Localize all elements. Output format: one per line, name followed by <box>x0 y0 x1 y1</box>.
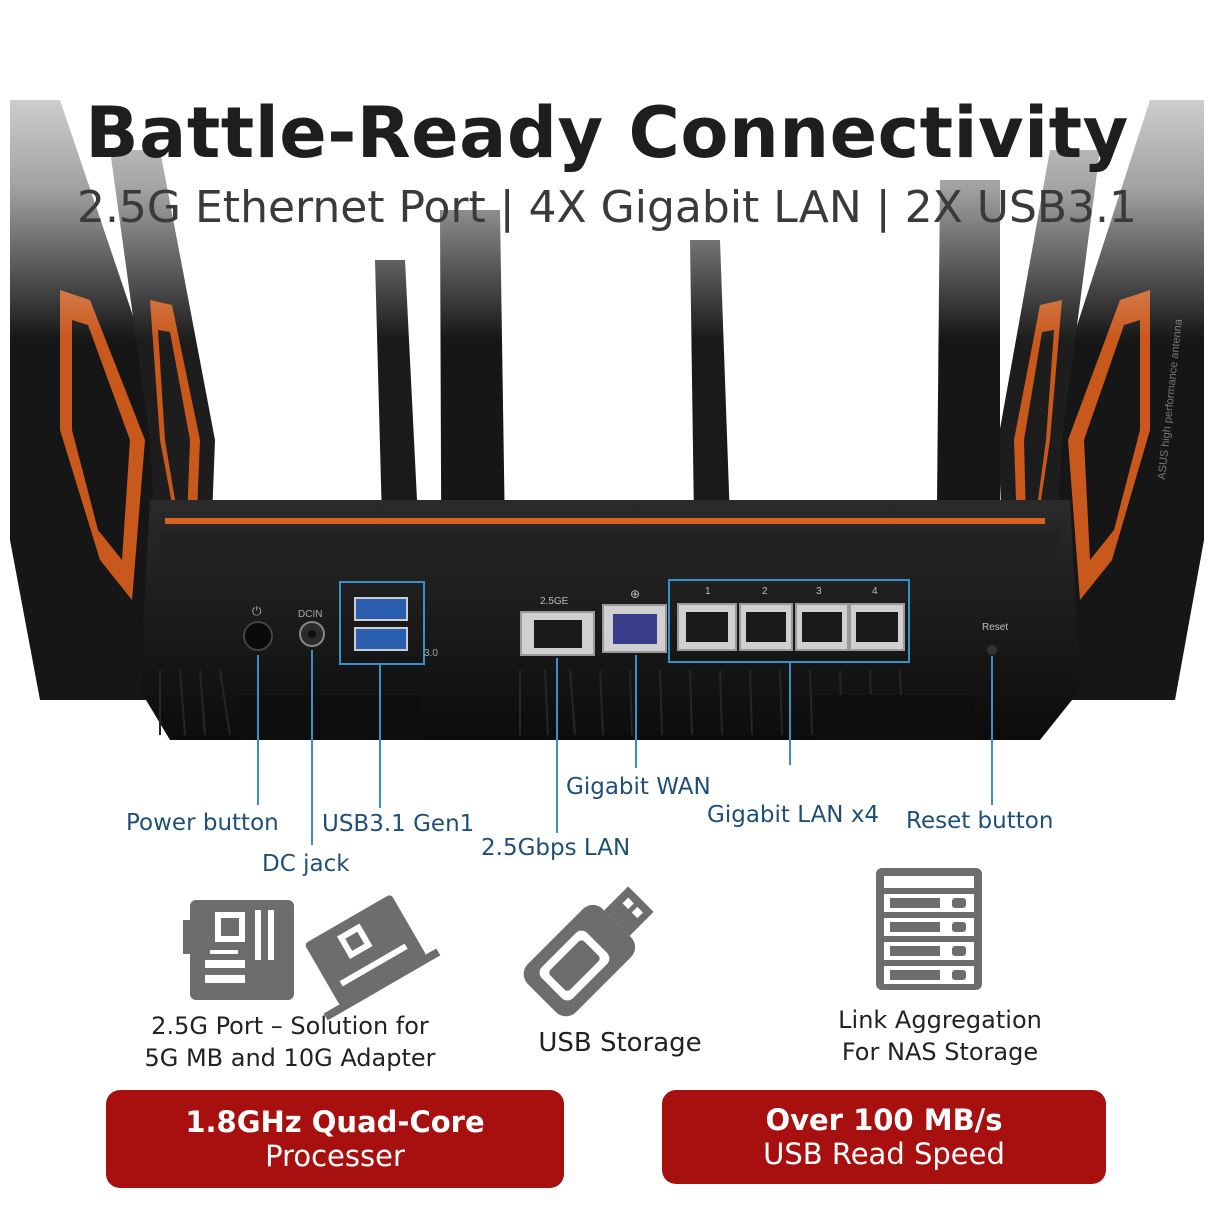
callout-reset-button: Reset button <box>906 808 1054 834</box>
badge-cpu-line2: Processer <box>265 1139 405 1173</box>
power-button-shape <box>243 621 273 651</box>
port-25ge-label: 2.5GE <box>540 596 569 607</box>
badge-usb-speed-line2: USB Read Speed <box>763 1137 1005 1171</box>
motherboard-icon <box>183 900 294 1000</box>
lan-number-4: 4 <box>872 586 878 597</box>
badge-usb-speed-line1: Over 100 MB/s <box>765 1103 1003 1137</box>
globe-icon: ⊕ <box>630 587 640 601</box>
dcin-label: DCIN <box>298 609 322 620</box>
feature-link-aggregation: Link Aggregation For NAS Storage <box>800 1004 1080 1068</box>
nas-server-icon <box>876 868 982 990</box>
usb-30-label: 3.0 <box>424 648 438 659</box>
usb-port-2 <box>354 627 408 651</box>
callout-dc-jack: DC jack <box>262 851 350 877</box>
feature-link-aggregation-line2: For NAS Storage <box>841 1038 1039 1066</box>
badge-usb-speed: Over 100 MB/s USB Read Speed <box>662 1090 1106 1184</box>
feature-usb-storage: USB Storage <box>538 1028 702 1058</box>
feature-link-aggregation-line1: Link Aggregation <box>838 1006 1042 1034</box>
badge-cpu-line1: 1.8GHz Quad-Core <box>185 1105 485 1139</box>
page-subtitle: 2.5G Ethernet Port | 4X Gigabit LAN | 2X… <box>76 182 1138 233</box>
feature-port-solution-line2: 5G MB and 10G Adapter <box>144 1044 436 1072</box>
callout-25g-lan: 2.5Gbps LAN <box>481 835 631 861</box>
lan-number-3: 3 <box>816 586 822 597</box>
badge-cpu: 1.8GHz Quad-Core Processer <box>106 1090 564 1188</box>
port-panel: ⏻ DCIN 3.0 2.5GE ⊕ 1 2 3 4 Reset <box>243 579 1008 665</box>
callout-usb: USB3.1 Gen1 <box>322 811 475 837</box>
usb-stick-icon <box>523 886 654 1017</box>
feature-port-solution: 2.5G Port – Solution for 5G MB and 10G A… <box>130 1010 450 1074</box>
network-card-icon <box>305 895 441 1021</box>
lan-ports <box>677 603 905 651</box>
feature-port-solution-line1: 2.5G Port – Solution for <box>151 1012 429 1040</box>
callout-power-button: Power button <box>126 810 279 836</box>
page-title: Battle-Ready Connectivity <box>85 92 1129 174</box>
lan-number-2: 2 <box>762 586 768 597</box>
lan-number-1: 1 <box>705 586 711 597</box>
power-icon: ⏻ <box>252 604 262 618</box>
callout-gigabit-wan: Gigabit WAN <box>566 774 711 800</box>
usb-port-1 <box>354 597 408 621</box>
callout-gigabit-lan: Gigabit LAN x4 <box>707 802 880 828</box>
callout-lines <box>257 650 993 845</box>
reset-label: Reset <box>982 622 1008 633</box>
